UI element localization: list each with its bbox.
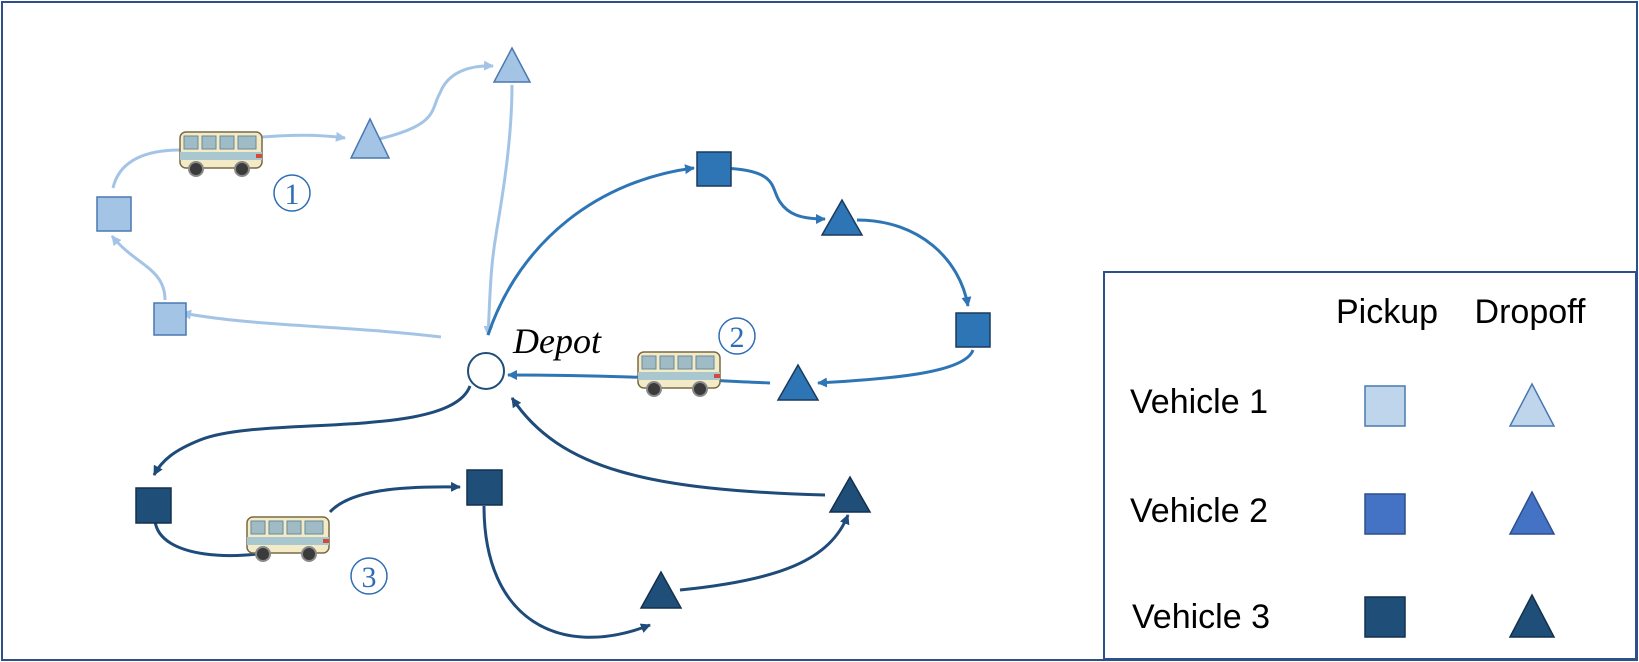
route-3-dropoff-node [828,475,872,513]
route-3-pickup-node [135,487,172,524]
legend-vehicle-1-pickup-square [1364,385,1406,427]
route-3-dropoff-node [639,570,683,609]
route-1-edge [181,309,442,339]
route-1-dropoff-node [492,46,532,83]
route-1-edge [483,84,514,336]
route-2-number: 2 [730,321,745,354]
route-3-edge [679,514,850,592]
legend-vehicle-3-dropoff-triangle [1508,593,1556,638]
route-3-edge [482,505,651,639]
route-1-edge [110,235,167,301]
route-2-pickup-node [955,312,991,348]
route-3: 3 [135,385,872,639]
route-1-number-circle [273,174,311,212]
route-2-edge [486,164,695,336]
legend-vehicle-2-pickup-square [1364,493,1406,535]
legend-box [1103,271,1637,660]
legend-vehicle-1-dropoff-triangle [1508,382,1556,427]
depot-label: Depot [512,321,602,361]
route-1: 1 [96,46,532,339]
route-1-dropoff-node [349,117,391,159]
route-1-edge [374,60,494,142]
route-3-edge [328,481,461,514]
route-2-number-circle [718,317,756,355]
route-1-pickup-node [153,302,187,336]
legend-row-label: Vehicle 1 [1130,383,1268,421]
route-2-edge [856,218,972,307]
vehicle-2-bus-icon [637,351,721,397]
legend-vehicle-2-dropoff-triangle [1508,490,1556,535]
legend-row-label: Vehicle 3 [1132,598,1270,636]
route-3-number: 3 [362,561,377,594]
route-2-edge [817,349,975,388]
route-2-dropoff-node [820,198,864,236]
route-1-edge [261,131,346,142]
route-1-edge [111,148,181,189]
route-3-edge [152,385,472,476]
vehicle-1-bus-icon [179,131,263,177]
route-3-pickup-node [466,469,503,506]
route-3-edge [510,397,826,497]
legend-column-pickup: Pickup [1336,293,1438,331]
legend-column-dropoff: Dropoff [1475,293,1586,331]
legend-vehicle-3-pickup-square [1364,596,1406,638]
legend-row-label: Vehicle 2 [1130,492,1268,530]
vehicle-3-bus-icon [246,516,330,562]
route-2: 2 [486,151,991,401]
route-1-pickup-node [96,196,132,232]
legend: Pickup Dropoff Vehicle 1 Vehicle 2 Vehic… [1103,271,1637,660]
route-2-edge [721,166,826,224]
route-2-dropoff-node [776,363,820,401]
route-1-number: 1 [285,178,300,211]
route-2-pickup-node [696,151,732,187]
depot-node [467,352,505,390]
route-3-number-circle [350,557,388,595]
